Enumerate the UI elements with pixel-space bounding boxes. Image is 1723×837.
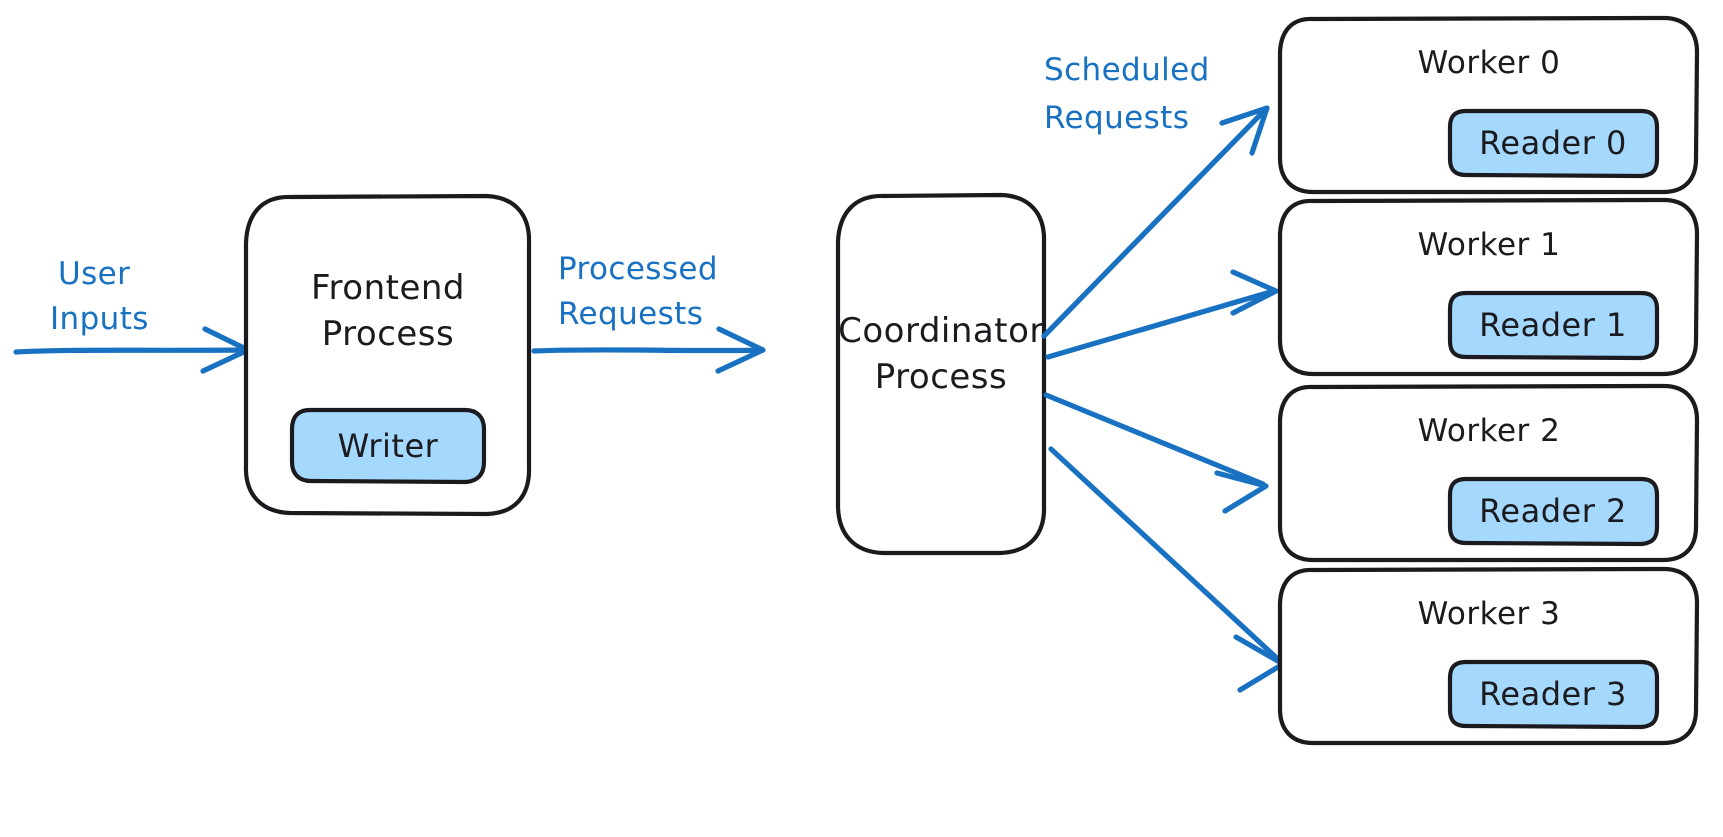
processed-requests-label-line2: Requests xyxy=(558,296,703,332)
reader-1-label: Reader 1 xyxy=(1479,306,1627,344)
worker-3-label: Worker 3 xyxy=(1418,596,1561,632)
edge-processed-requests: Processed Requests xyxy=(531,251,766,374)
reader-3-component[interactable]: Reader 3 xyxy=(1447,659,1660,730)
node-coordinator-process[interactable]: Coordinator Process xyxy=(835,192,1047,556)
scheduled-arrow-worker-2-head xyxy=(1214,470,1269,514)
scheduled-arrow-worker-1-line xyxy=(1045,288,1277,360)
scheduled-arrow-worker-2-line xyxy=(1043,392,1266,487)
user-inputs-arrow-line xyxy=(13,347,250,355)
scheduled-arrow-worker-3-line xyxy=(1048,446,1284,665)
edge-user-inputs: User Inputs xyxy=(13,256,251,374)
worker-2-label: Worker 2 xyxy=(1418,413,1561,449)
worker-0-label: Worker 0 xyxy=(1418,45,1561,81)
node-worker-0[interactable]: Worker 0 Reader 0 xyxy=(1277,15,1700,195)
node-frontend-process[interactable]: Frontend Process Writer xyxy=(243,193,532,517)
scheduled-requests-label-line1: Scheduled xyxy=(1044,52,1210,88)
reader-3-box[interactable] xyxy=(1447,659,1660,730)
worker-1-label: Worker 1 xyxy=(1418,227,1561,263)
writer-box[interactable] xyxy=(289,407,487,485)
writer-label: Writer xyxy=(338,427,439,465)
user-inputs-label-line1: User xyxy=(58,256,130,292)
reader-2-box[interactable] xyxy=(1447,476,1660,547)
node-worker-2[interactable]: Worker 2 Reader 2 xyxy=(1277,383,1700,563)
writer-component[interactable]: Writer xyxy=(289,407,487,485)
reader-3-label: Reader 3 xyxy=(1479,675,1627,713)
coordinator-process-label-line1: Coordinator xyxy=(838,311,1044,351)
scheduled-arrow-worker-0-head xyxy=(1219,105,1270,156)
user-inputs-label-line2: Inputs xyxy=(50,301,149,337)
scheduled-arrow-worker-1-head xyxy=(1230,269,1279,316)
coordinator-process-box[interactable] xyxy=(835,192,1047,556)
node-worker-3[interactable]: Worker 3 Reader 3 xyxy=(1277,566,1700,746)
reader-0-label: Reader 0 xyxy=(1479,124,1627,162)
reader-2-label: Reader 2 xyxy=(1479,492,1627,530)
processed-requests-arrow-head xyxy=(715,326,766,374)
edge-scheduled-requests: Scheduled Requests xyxy=(1041,52,1388,693)
processed-requests-label-line1: Processed xyxy=(558,251,718,287)
frontend-process-label-line2: Process xyxy=(322,314,454,354)
scheduled-arrow-worker-0-line xyxy=(1041,107,1268,339)
reader-2-component[interactable]: Reader 2 xyxy=(1447,476,1660,547)
processed-requests-arrow-line xyxy=(531,347,765,354)
coordinator-process-label-line2: Process xyxy=(875,357,1007,397)
reader-0-box[interactable] xyxy=(1447,108,1660,179)
node-worker-1[interactable]: Worker 1 Reader 1 xyxy=(1277,197,1700,377)
frontend-process-label-line1: Frontend xyxy=(311,268,465,308)
reader-1-box[interactable] xyxy=(1447,290,1660,361)
reader-1-component[interactable]: Reader 1 xyxy=(1447,290,1660,361)
reader-0-component[interactable]: Reader 0 xyxy=(1447,108,1660,179)
scheduled-requests-label-line2: Requests xyxy=(1044,100,1189,136)
